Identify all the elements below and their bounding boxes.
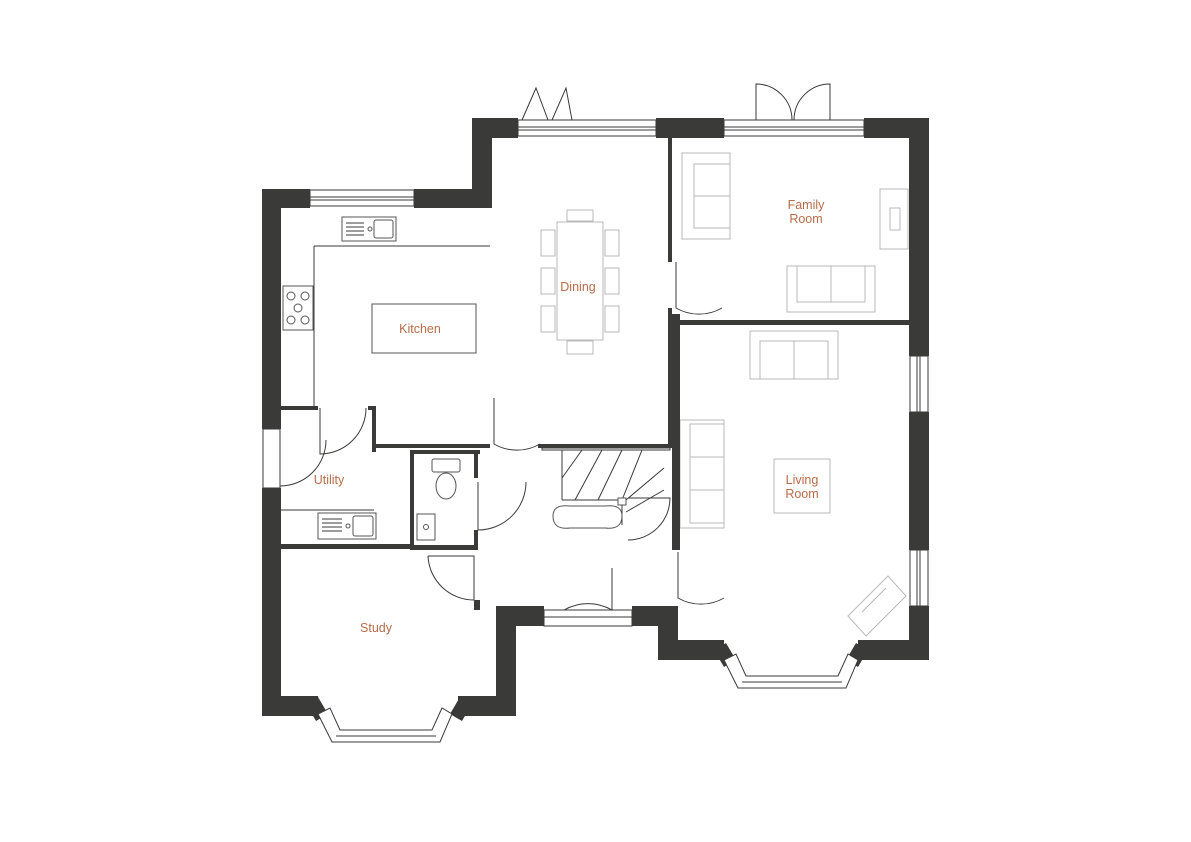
hob xyxy=(282,285,314,331)
window-family-north xyxy=(723,119,865,137)
toilet xyxy=(431,458,461,500)
room-label-living-line1: Living xyxy=(786,473,819,487)
door-kitchen xyxy=(493,398,541,451)
room-labels: Kitchen Dining Family Room Living Room U… xyxy=(314,198,825,635)
wall-dining-living xyxy=(668,308,672,446)
family-sofa-left xyxy=(681,152,731,240)
room-label-study: Study xyxy=(360,621,393,635)
wall-hall-living xyxy=(672,314,680,550)
wall-kitchen-utility xyxy=(372,408,376,452)
wall-wc-right xyxy=(474,450,478,478)
window-study-bay xyxy=(317,707,453,743)
french-doors xyxy=(755,83,831,121)
window-living-bay xyxy=(723,653,859,689)
dining-table xyxy=(540,209,620,355)
family-sofa-bottom xyxy=(786,265,876,313)
living-tv-unit xyxy=(847,575,907,637)
living-sofa-left xyxy=(679,419,725,529)
room-label-utility: Utility xyxy=(314,473,345,487)
wall-wc-top xyxy=(410,450,480,454)
door-family xyxy=(675,262,723,315)
utility-sink xyxy=(317,512,377,540)
kitchen-worktop xyxy=(313,245,490,408)
basin xyxy=(416,513,436,541)
wall-kitchen-hall xyxy=(372,444,490,448)
windows xyxy=(262,119,929,743)
wall-utility-top-r xyxy=(368,406,376,410)
door-living xyxy=(677,552,725,605)
doors xyxy=(279,83,831,611)
wall-wc-left xyxy=(410,450,414,550)
wall-wc-right-low xyxy=(474,530,478,550)
wall-utility-top xyxy=(278,406,318,410)
wall-utility-study xyxy=(280,544,414,549)
kitchen-island xyxy=(371,303,477,354)
door-front xyxy=(563,568,613,611)
window-living-east-1 xyxy=(909,355,929,413)
room-label-living-line2: Room xyxy=(785,487,818,501)
door-understairs xyxy=(627,497,671,541)
door-study xyxy=(427,555,475,601)
wall-study-door-post xyxy=(474,600,480,610)
wall-wc-bottom xyxy=(414,545,478,550)
room-label-family-line2: Room xyxy=(789,212,822,226)
wall-dining-family xyxy=(668,138,672,262)
door-wc xyxy=(477,481,527,531)
family-tv-unit xyxy=(879,188,909,250)
door-utility-external xyxy=(279,439,327,487)
window-utility-door xyxy=(262,428,281,489)
wall-dining-stairs xyxy=(538,444,672,448)
window-front-door xyxy=(543,609,633,627)
kitchen-sink xyxy=(341,216,397,242)
furniture xyxy=(280,152,909,637)
bifold-doors xyxy=(521,86,573,121)
living-sofa-top xyxy=(749,330,839,380)
window-living-east-2 xyxy=(909,549,929,607)
room-label-kitchen: Kitchen xyxy=(399,322,441,336)
coffee-table xyxy=(773,458,831,514)
room-label-family-line1: Family xyxy=(788,198,826,212)
room-label-dining: Dining xyxy=(560,280,595,294)
window-dining-north xyxy=(517,119,657,137)
internal-walls xyxy=(278,138,912,610)
staircase xyxy=(541,447,671,529)
wall-family-living xyxy=(676,320,912,325)
door-utility-kitchen xyxy=(319,407,367,455)
external-walls xyxy=(262,118,929,721)
window-kitchen-north xyxy=(309,189,415,207)
